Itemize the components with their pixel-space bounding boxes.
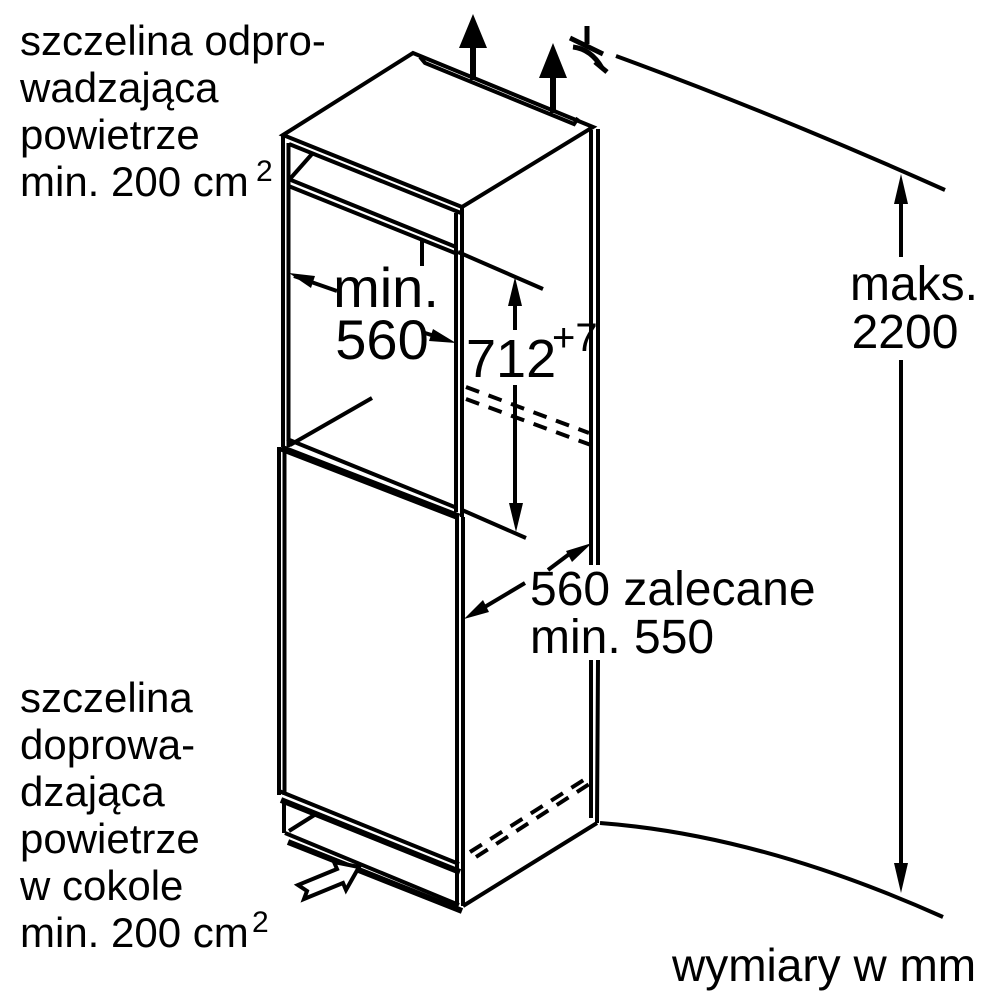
top-vent-note: szczelina odpro- wadzająca powietrze min… bbox=[19, 17, 326, 205]
extension-top bbox=[457, 250, 544, 291]
depth-minimum: min. 550 bbox=[530, 611, 714, 664]
arrowhead-left bbox=[289, 273, 315, 288]
note-line: powietrze bbox=[20, 111, 200, 158]
note-area-superscript: 2 bbox=[256, 155, 273, 188]
niche-shelf-left-depth bbox=[289, 396, 373, 447]
arrowhead-up bbox=[894, 174, 908, 204]
total-height-label: maks. bbox=[850, 258, 978, 311]
units-note: wymiary w mm bbox=[671, 939, 976, 991]
door-left-edge bbox=[277, 447, 287, 795]
note-line: powietrze bbox=[20, 815, 200, 862]
hidden-niche-back-edge bbox=[465, 385, 592, 447]
bottom-vent-note: szczelina doprowa- dzająca powietrze w c… bbox=[19, 674, 269, 956]
note-line: doprowa- bbox=[20, 721, 195, 768]
plinth-floor-top bbox=[284, 831, 460, 907]
total-height-dimension: maks. 2200 bbox=[599, 54, 978, 919]
extension-top bbox=[615, 54, 946, 192]
total-height-value: 2200 bbox=[852, 306, 959, 359]
extension-bottom bbox=[599, 821, 944, 919]
base-front-right-corner bbox=[455, 866, 465, 906]
door-right-edge bbox=[455, 517, 465, 872]
note-line: szczelina odpro- bbox=[20, 17, 326, 64]
niche-width-dimension: min. 560 bbox=[289, 240, 456, 371]
niche-width-label: min. bbox=[333, 256, 439, 319]
door-bottom-edge bbox=[279, 797, 462, 875]
dim-line-lower bbox=[481, 581, 527, 610]
airflow-up-arrow-icon bbox=[459, 14, 487, 80]
dim-line-upper bbox=[546, 550, 574, 572]
niche-width-value: 560 bbox=[335, 308, 428, 371]
airflow-up-arrow-icon bbox=[539, 43, 567, 113]
arrowhead-up bbox=[508, 277, 522, 306]
niche-height-dimension: 712 +7 bbox=[457, 250, 598, 540]
note-area-superscript: 2 bbox=[252, 906, 269, 939]
arrowhead-right bbox=[429, 329, 456, 343]
side-bottom-edge bbox=[461, 821, 599, 908]
arrowhead-down bbox=[509, 503, 523, 532]
cabinet-front-top-inner bbox=[288, 142, 462, 215]
depth-value: 560 zalecane bbox=[530, 563, 816, 616]
cabinet-front-right-edge bbox=[454, 207, 464, 517]
note-area-value: min. 200 cm bbox=[20, 158, 249, 205]
arrowhead-down bbox=[894, 863, 908, 893]
note-area-value: min. 200 cm bbox=[20, 909, 249, 956]
plinth-left-depth bbox=[287, 812, 318, 833]
cabinet-front-left-edge bbox=[281, 135, 291, 447]
niche-shelf-top bbox=[286, 437, 458, 510]
niche-height-tolerance: +7 bbox=[552, 316, 598, 360]
vent-slot-left-cap bbox=[287, 152, 314, 182]
niche-top-edge bbox=[287, 177, 457, 255]
airflow-symbols bbox=[293, 14, 609, 903]
arrowhead-upper bbox=[566, 543, 592, 562]
note-line: wadzająca bbox=[19, 64, 219, 111]
note-line: w cokole bbox=[19, 862, 183, 909]
door-bottom-top bbox=[278, 789, 460, 866]
arrowhead-lower bbox=[464, 600, 489, 619]
air-inlet-arrow-icon bbox=[293, 859, 363, 903]
cabinet-top-face bbox=[278, 50, 598, 210]
cabinet-outline bbox=[277, 50, 600, 914]
plinth-floor-front bbox=[286, 839, 464, 914]
depth-dimension: 560 zalecane min. 550 bbox=[464, 543, 816, 664]
hidden-base-back-edge bbox=[468, 774, 596, 859]
note-line: szczelina bbox=[20, 674, 193, 721]
note-line: dzająca bbox=[20, 768, 165, 815]
niche-shelf-front bbox=[279, 444, 461, 521]
air-deflection-icon bbox=[568, 26, 609, 74]
cabinet-back-edge-outer bbox=[595, 129, 600, 824]
extension-bottom bbox=[461, 508, 527, 540]
cabinet-top-vent-slot bbox=[418, 55, 580, 127]
niche-height-value: 712 bbox=[466, 329, 556, 389]
